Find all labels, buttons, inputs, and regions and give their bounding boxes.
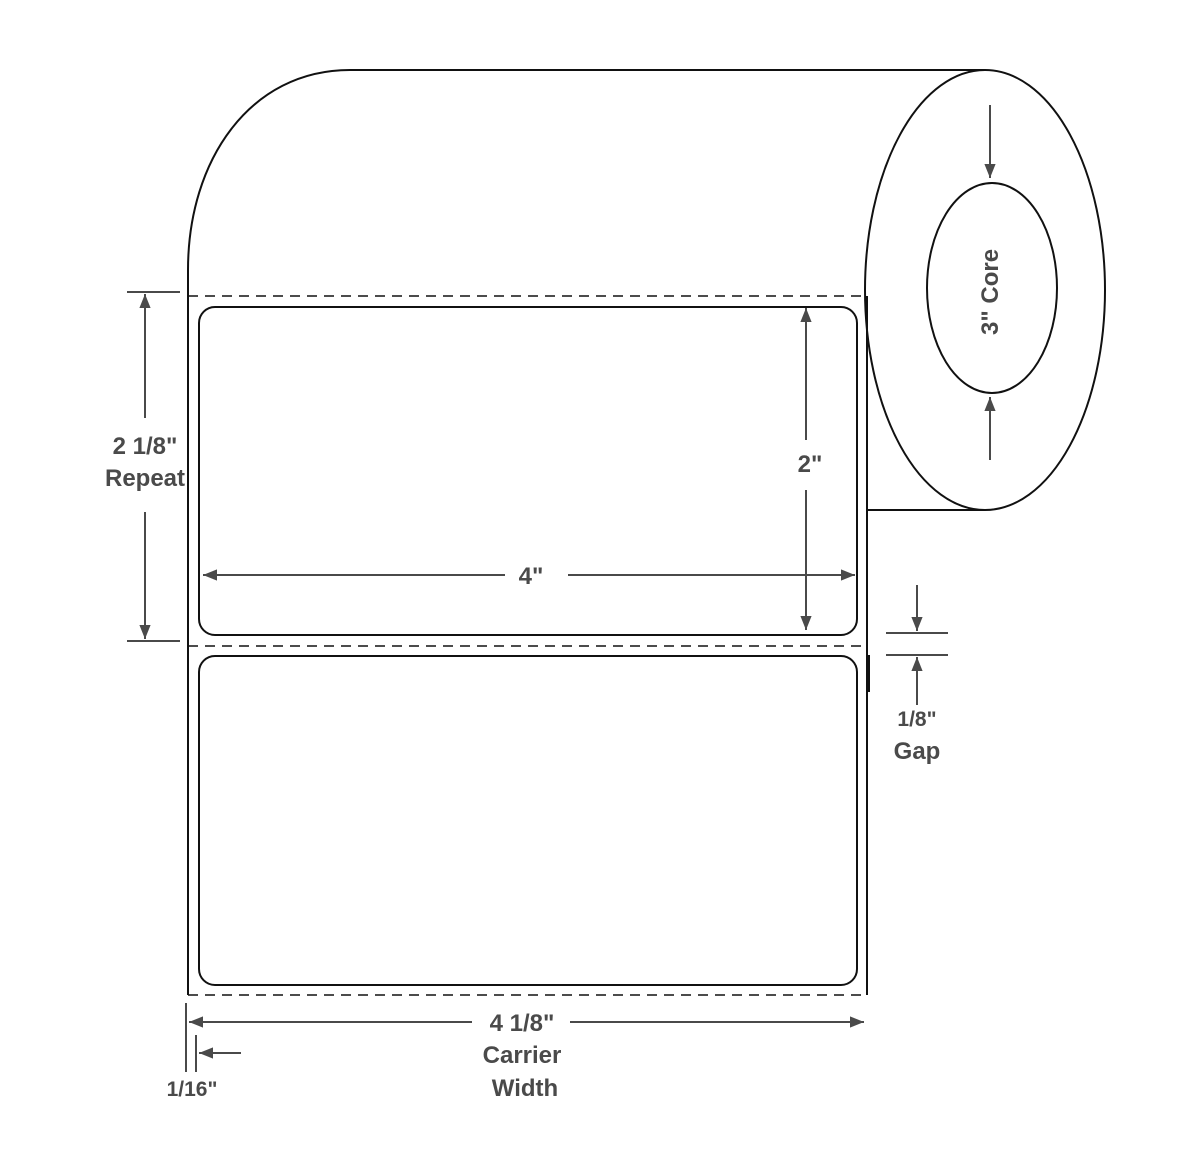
label-width-value: 4" [519, 563, 544, 590]
core-label: 3" Core [977, 249, 1004, 335]
repeat-value: 2 1/8" [113, 433, 178, 460]
gap-label: Gap [894, 738, 941, 765]
label-1 [198, 306, 858, 636]
label-height-value: 2" [798, 451, 823, 478]
gap-value: 1/8" [897, 708, 936, 731]
edge-value: 1/16" [167, 1078, 218, 1101]
carrier-value: 4 1/8" [490, 1010, 555, 1037]
label-2 [198, 655, 858, 986]
roll [187, 69, 1106, 995]
roll-outline [187, 69, 985, 995]
carrier-label-1: Carrier [483, 1042, 562, 1069]
core-ellipse [926, 182, 1058, 394]
repeat-label: Repeat [105, 465, 185, 492]
carrier-label-2: Width [492, 1075, 558, 1102]
